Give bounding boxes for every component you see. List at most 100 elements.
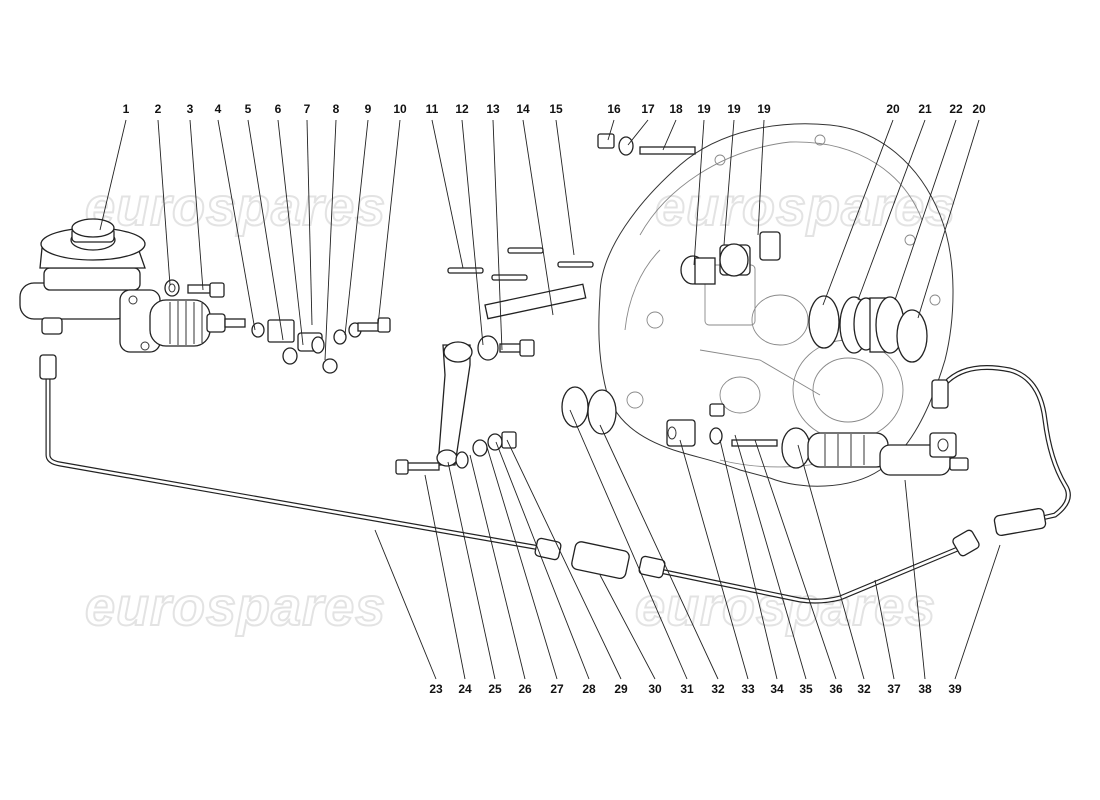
callout-number: 21	[918, 102, 932, 116]
leader-line	[495, 441, 590, 680]
leader-line	[469, 454, 526, 680]
leader-line	[99, 119, 127, 231]
callout-number: 35	[799, 682, 813, 696]
callout-number: 26	[518, 682, 532, 696]
callout-number: 24	[458, 682, 472, 696]
leader-line	[822, 119, 894, 306]
leader-line	[874, 579, 895, 680]
callout-number: 39	[948, 682, 962, 696]
callout-number: 18	[669, 102, 683, 116]
callout-number: 32	[711, 682, 725, 696]
callout-number: 10	[393, 102, 407, 116]
leader-line	[917, 119, 980, 319]
callout-number: 23	[429, 682, 443, 696]
callout-number: 22	[949, 102, 963, 116]
callout-number: 29	[614, 682, 628, 696]
callout-number: 28	[582, 682, 596, 696]
leader-line	[492, 119, 503, 351]
callout-number: 17	[641, 102, 655, 116]
callout-number: 32	[857, 682, 871, 696]
callout-number: 25	[488, 682, 502, 696]
leader-line	[374, 529, 437, 680]
leader-line	[954, 544, 1001, 680]
callout-number: 20	[972, 102, 986, 116]
callout-number: 33	[741, 682, 755, 696]
pushrod-parts	[164, 279, 391, 374]
release-lever	[395, 247, 594, 475]
callout-number: 31	[680, 682, 694, 696]
leader-line	[247, 119, 284, 341]
leader-line	[461, 119, 484, 346]
callout-number: 15	[549, 102, 563, 116]
callout-number: 34	[770, 682, 784, 696]
leader-line	[679, 439, 749, 680]
leader-line	[506, 439, 622, 680]
leader-line	[662, 119, 677, 151]
leader-line	[377, 119, 401, 326]
leader-line	[894, 119, 957, 301]
callout-number: 36	[829, 682, 843, 696]
callout-number: 11	[426, 102, 439, 116]
watermark-text: eurospares	[655, 177, 956, 237]
leader-line	[157, 119, 171, 286]
leader-line	[904, 479, 926, 680]
leader-line	[627, 119, 649, 146]
release-bearing	[808, 295, 928, 363]
callout-number: 20	[886, 102, 900, 116]
leader-line	[754, 439, 837, 680]
callout-number: 16	[607, 102, 621, 116]
leader-line	[719, 439, 778, 680]
leader-line	[424, 474, 466, 680]
callout-number: 4	[215, 102, 222, 116]
callout-number: 13	[486, 102, 500, 116]
callout-number: 6	[275, 102, 282, 116]
leader-line	[599, 424, 719, 680]
leader-line	[857, 119, 926, 301]
leader-line	[217, 119, 256, 331]
callout-number: 12	[455, 102, 469, 116]
leader-line	[306, 119, 313, 326]
callout-number: 19	[757, 102, 771, 116]
leader-line	[431, 119, 464, 269]
watermark-text: eurospares	[635, 577, 936, 637]
callout-number: 19	[727, 102, 741, 116]
leader-line	[757, 119, 765, 236]
leader-line	[693, 119, 705, 266]
callout-number: 9	[365, 102, 372, 116]
leader-line	[277, 119, 304, 346]
leader-line	[599, 574, 656, 680]
leader-line	[522, 119, 554, 316]
callout-number: 2	[155, 102, 162, 116]
leader-line	[607, 119, 615, 141]
slave-cylinder	[561, 386, 969, 476]
callout-number: 37	[887, 682, 901, 696]
hydraulic-pipe	[39, 354, 1071, 604]
leader-line	[797, 444, 865, 680]
leader-line	[486, 446, 558, 680]
master-cylinder	[19, 218, 246, 353]
callout-number: 8	[333, 102, 340, 116]
callout-number: 38	[918, 682, 932, 696]
leader-line	[555, 119, 575, 256]
leader-line	[447, 461, 496, 680]
watermark-text: eurospares	[85, 177, 386, 237]
callout-number: 3	[187, 102, 194, 116]
callout-number: 27	[550, 682, 564, 696]
bearing-parts	[597, 133, 781, 285]
leader-line	[324, 119, 337, 361]
leader-line	[344, 119, 369, 336]
callout-number: 1	[123, 102, 130, 116]
leader-line	[723, 119, 735, 246]
leader-line	[734, 434, 807, 680]
leader-line	[189, 119, 204, 291]
callout-number: 19	[697, 102, 711, 116]
callout-number: 5	[245, 102, 252, 116]
leader-line	[569, 409, 688, 680]
callout-number: 7	[304, 102, 311, 116]
callout-number: 30	[648, 682, 662, 696]
callout-number: 14	[516, 102, 530, 116]
watermark-text: eurospares	[85, 577, 386, 637]
watermark-group: eurospares eurospares eurospares eurospa…	[84, 176, 956, 638]
